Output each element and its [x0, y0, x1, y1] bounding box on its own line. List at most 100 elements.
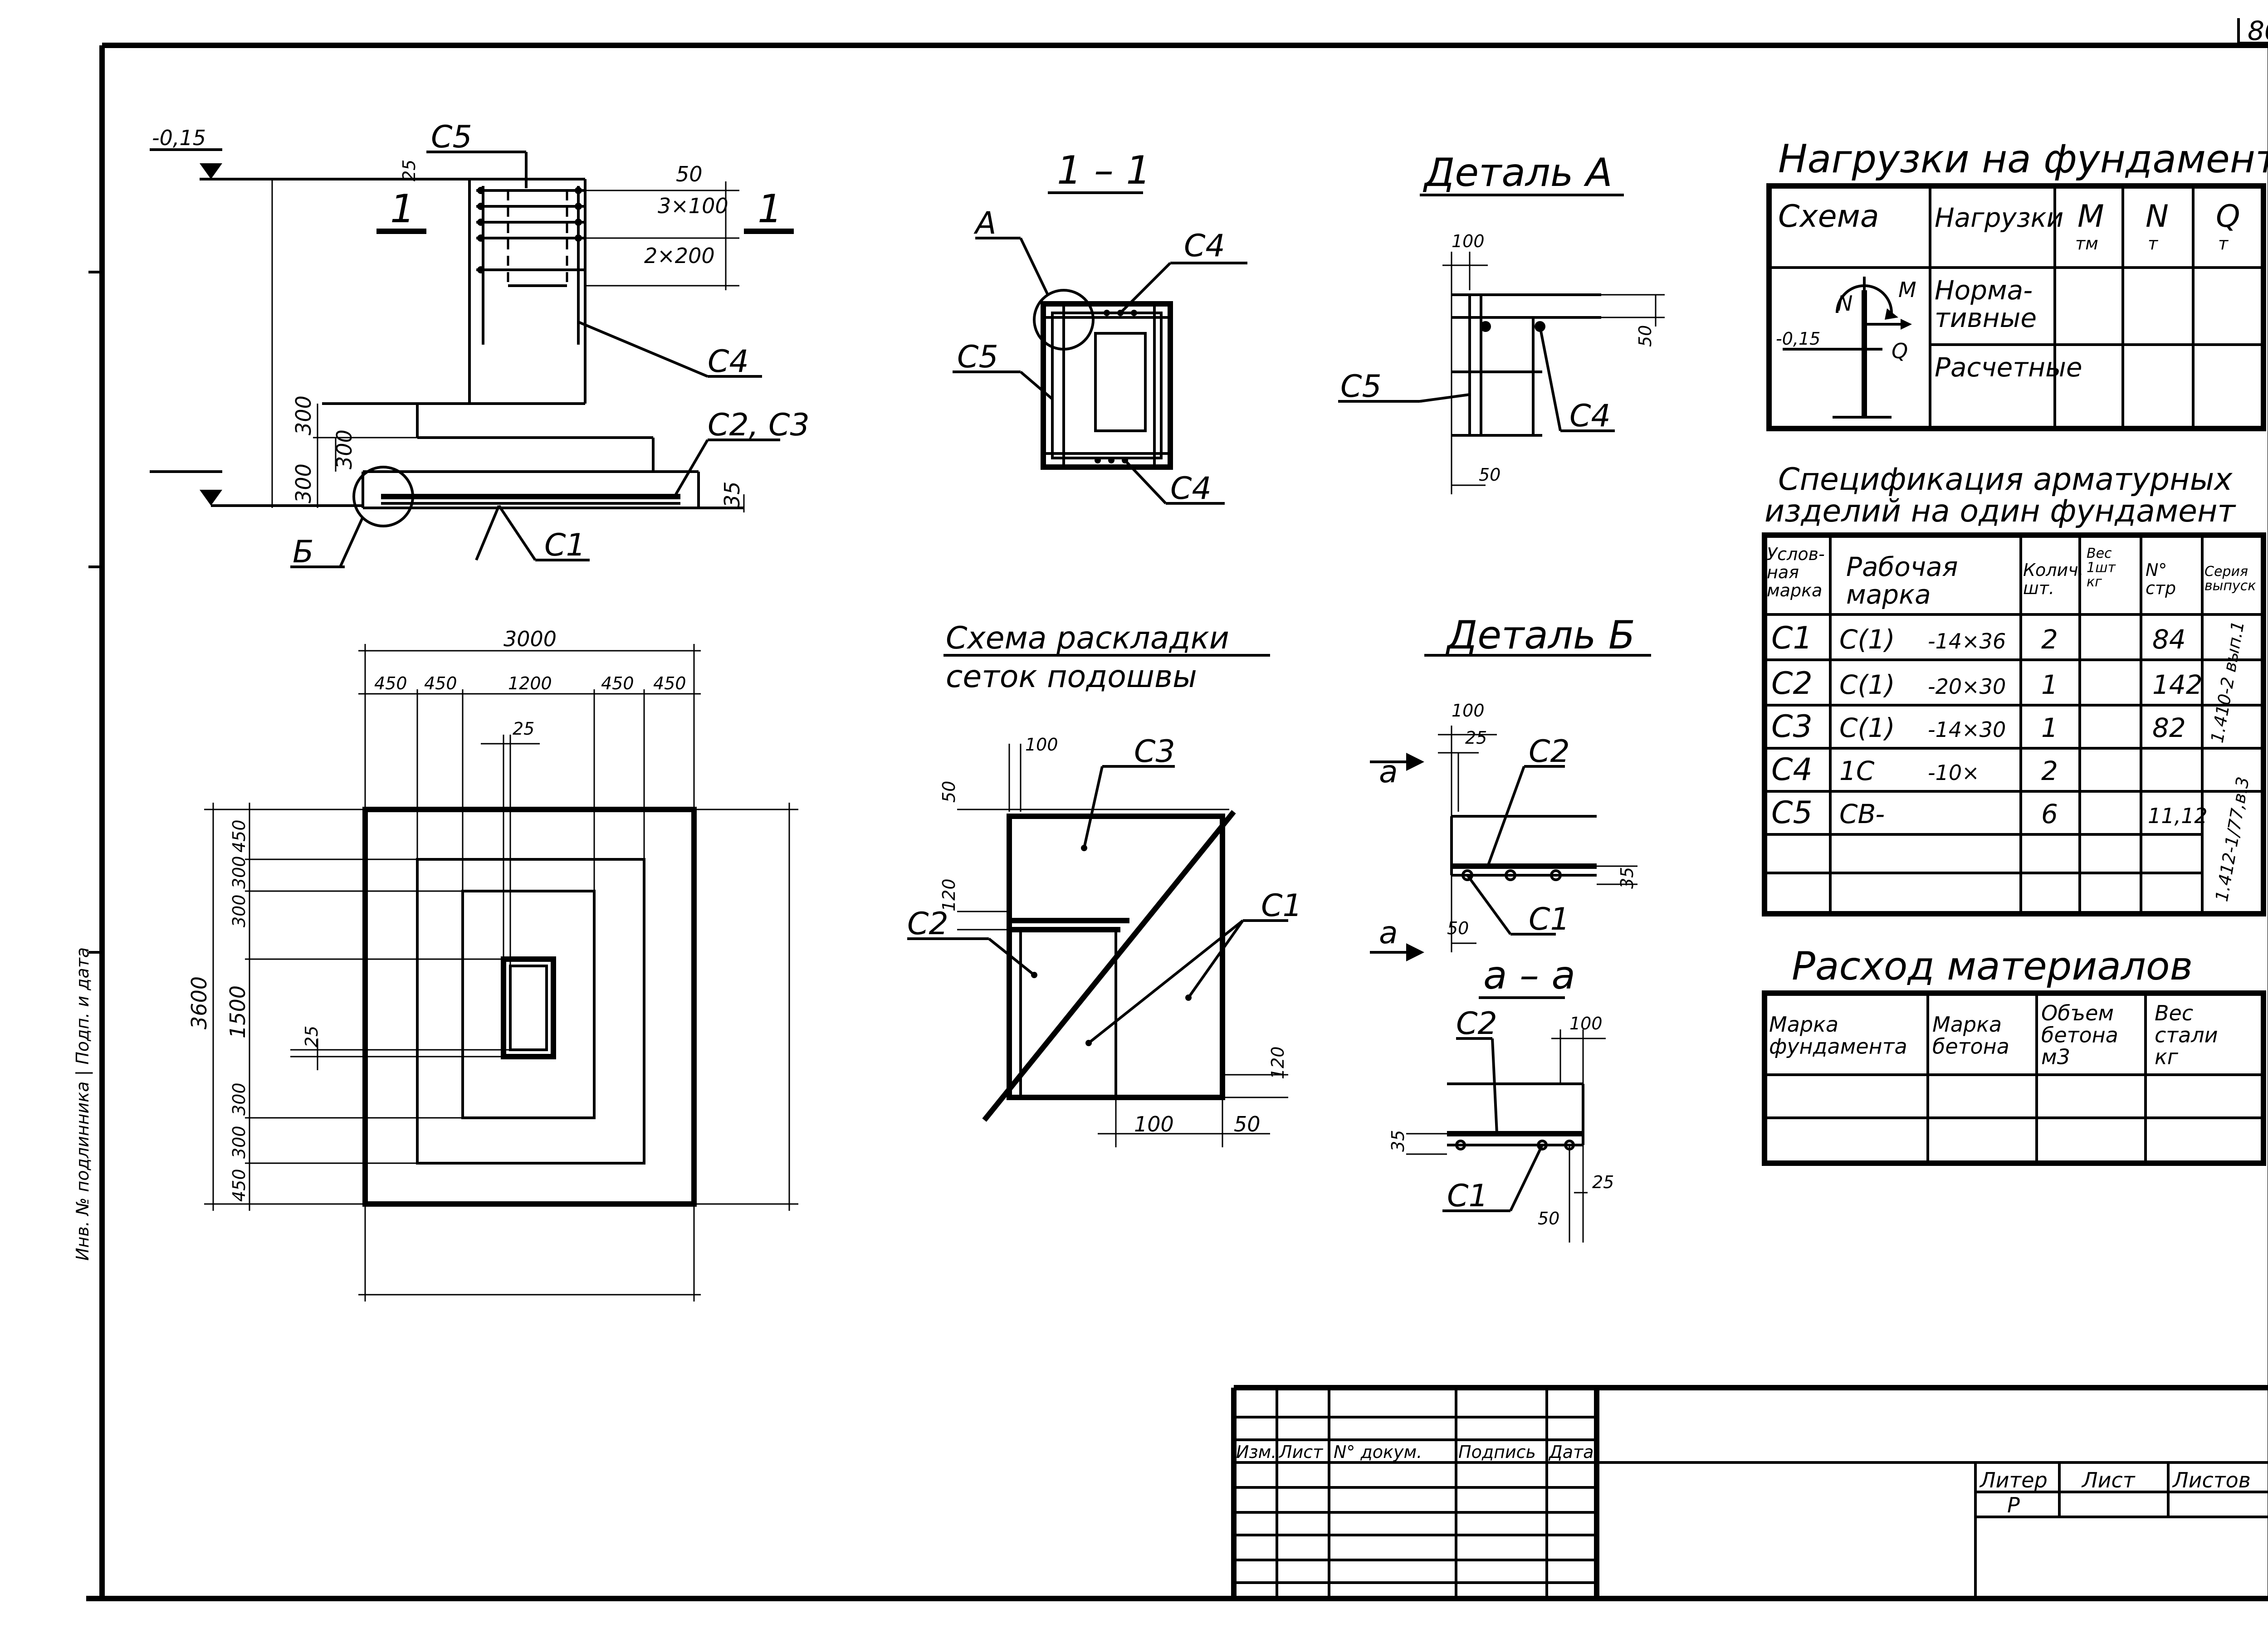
detail-a-label-c4: C4 [1569, 398, 1611, 434]
layout-label-c3: C3 [1134, 734, 1175, 770]
dim-300b: 300 [332, 429, 357, 469]
loads-table-title: Нагрузки на фундамент [1778, 136, 2268, 182]
plan-dim-3000: 3000 [503, 627, 557, 651]
title-sheets-label: Листов [2172, 1468, 2251, 1492]
section-1-1-label-c5: C5 [957, 339, 998, 375]
spec-row-c1-page: 84 [2152, 624, 2186, 655]
spec-series-note-2: 1.412-1/77,в.3 [2212, 775, 2253, 903]
plan-dim-3600: 3600 [187, 976, 211, 1029]
loads-header-m: M [2077, 199, 2104, 234]
materials-table-title: Расход материалов [1792, 944, 2193, 989]
layout-dim-50-left: 50 [939, 781, 959, 803]
plan-dim-w450b: 450 [424, 673, 457, 693]
section-a-a-title: а – а [1483, 953, 1575, 998]
dim-300c: 300 [291, 463, 316, 503]
spec-row-c2-size: -20×30 [1928, 674, 2006, 699]
plan-dim-h450b: 450 [229, 1169, 249, 1202]
detail-a-dim-100: 100 [1452, 231, 1485, 251]
section-a-a-drawing [1406, 996, 1606, 1243]
dim-35: 35 [720, 481, 744, 508]
spec-row-c1-mark: C(1) [1839, 624, 1895, 655]
layout-dim-100-top: 100 [1025, 735, 1058, 755]
layout-scheme-title-2: сеток подошвы [946, 659, 1197, 695]
dim-3x100: 3×100 [658, 194, 728, 218]
section-a-a-label-c2: C2 [1456, 1006, 1497, 1042]
layout-dim-120-left: 120 [939, 878, 959, 911]
spec-header-page: N°стр [2146, 560, 2176, 598]
loads-row-design: Расчетные [1935, 352, 2082, 383]
section-1-1-label-a: А [973, 205, 997, 241]
title-header-doc: N° докум. [1334, 1442, 1422, 1462]
detail-a-label-c5: C5 [1340, 369, 1382, 405]
plan-dim-h300b: 300 [229, 894, 249, 927]
level-label-top: -0,15 [152, 126, 206, 150]
label-c1: C1 [544, 527, 586, 563]
spec-header-qty: Колич.шт. [2023, 560, 2084, 598]
side-note: Инв. № подлинника | Подп. и дата [73, 947, 93, 1261]
label-c4: C4 [708, 344, 749, 380]
spec-table [1762, 532, 2266, 916]
title-liter-value: Р [2007, 1493, 2020, 1517]
page-number: 80 [2248, 15, 2268, 46]
section-1-1-label-c4-bottom: C4 [1170, 471, 1212, 507]
layout-dim-100-bottom: 100 [1134, 1112, 1174, 1136]
spec-row-c3-page: 82 [2152, 712, 2186, 743]
title-header-izm: Изм. [1236, 1442, 1276, 1462]
loads-header-n-unit: т [2148, 234, 2159, 253]
foundation-plan [204, 644, 798, 1301]
foundation-elevation [150, 148, 794, 568]
loads-diagram-q: Q [1892, 339, 1908, 363]
spec-row-c5-page: 11,12 [2148, 804, 2208, 828]
title-header-list: Лист [1278, 1442, 1324, 1462]
plan-dim-h300c: 300 [229, 1082, 249, 1116]
spec-row-c4-mark: 1C [1839, 756, 1875, 786]
label-detail-b: Б [293, 534, 314, 570]
spec-row-c4-size: -10× [1928, 760, 1980, 785]
spec-row-c1-size: -14×36 [1928, 629, 2006, 653]
detail-b-dim-25: 25 [1465, 728, 1487, 748]
spec-row-c3-size: -14×30 [1928, 717, 2006, 742]
detail-b-dim-100: 100 [1452, 701, 1485, 721]
loads-row-normative: Норма-тивные [1935, 275, 2037, 333]
spec-row-c2-cond: C2 [1771, 666, 1813, 702]
loads-diagram-n: N [1837, 291, 1853, 316]
plan-dim-w450c: 450 [601, 673, 634, 693]
spec-row-c5-mark: CB- [1839, 799, 1885, 829]
layout-dim-50-bottom: 50 [1234, 1112, 1261, 1136]
plan-dim-w450a: 450 [374, 673, 407, 693]
layout-label-c1: C1 [1261, 888, 1302, 924]
detail-a-dim-50-bottom: 50 [1479, 465, 1501, 485]
section-1-1-title: 1 – 1 [1057, 148, 1151, 193]
section-a-a-dim-100: 100 [1569, 1014, 1603, 1033]
spec-table-title-1: Спецификация арматурных [1778, 462, 2233, 497]
loads-header-q: Q [2216, 199, 2240, 234]
detail-b-label-c2: C2 [1529, 734, 1570, 770]
spec-table-title-2: изделий на один фундамент [1765, 493, 2236, 529]
spec-row-c5-qty: 6 [2041, 799, 2058, 829]
spec-row-c3-qty: 1 [2041, 712, 2058, 743]
plan-dim-h450a: 450 [229, 819, 249, 853]
dim-50: 50 [676, 162, 703, 186]
detail-a-drawing [1338, 194, 1665, 494]
loads-header-loads: Нагрузки [1935, 202, 2063, 233]
section-a-a-dim-25: 25 [1592, 1172, 1614, 1192]
spec-row-c1-qty: 2 [2041, 624, 2058, 655]
mesh-layout-scheme [907, 654, 1288, 1147]
layout-scheme-title-1: Схема раскладки [946, 620, 1229, 656]
plan-dim-w25: 25 [513, 719, 534, 739]
section-1-1-drawing [953, 191, 1247, 505]
spec-row-c2-page: 142 [2152, 669, 2203, 700]
section-mark-1-right: 1 [758, 186, 782, 232]
section-a-a-dim-50: 50 [1538, 1209, 1559, 1228]
detail-a-title: Деталь А [1422, 150, 1613, 195]
loads-header-n: N [2146, 199, 2169, 234]
section-a-a-dim-35: 35 [1388, 1130, 1408, 1152]
sheet-frame [86, 18, 2268, 1601]
detail-b-title: Деталь Б [1445, 613, 1635, 658]
